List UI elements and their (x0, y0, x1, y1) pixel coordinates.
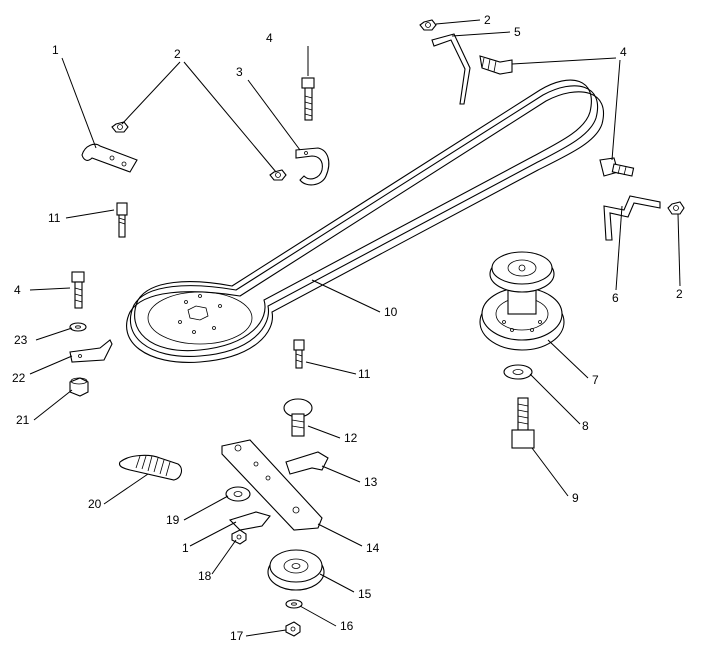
hex-nut-part-2-c (419, 19, 437, 31)
label-17: 17 (230, 629, 244, 643)
extension-spring-part-20 (118, 454, 183, 481)
drive-belt (126, 79, 604, 363)
leader-lines (29, 19, 681, 637)
label-12: 12 (344, 431, 358, 445)
carriage-bolt-part-12 (283, 398, 313, 437)
label-18: 18 (198, 569, 212, 583)
carriage-bolt-part-11-b (293, 339, 305, 369)
label-5: 5 (514, 25, 521, 39)
label-8: 8 (582, 419, 589, 433)
label-11-b: 11 (358, 367, 371, 381)
hex-nut-part-2-d (667, 201, 685, 215)
shoulder-bolt-part-9 (511, 397, 535, 449)
carriage-bolt-part-11-a (116, 202, 128, 238)
hex-nut-part-17 (285, 621, 301, 637)
hex-nut-part-2-b (269, 169, 287, 181)
label-7: 7 (592, 373, 599, 387)
hex-bolt-part-4-d (71, 271, 85, 309)
idler-arm-part-14 (221, 439, 323, 531)
hex-bolt-part-4-c (599, 157, 635, 177)
label-4-c: 4 (14, 283, 21, 297)
label-14: 14 (366, 541, 380, 555)
washer-part-23 (69, 322, 87, 332)
bracket-part-1-b (228, 511, 271, 531)
label-4-a: 4 (266, 31, 273, 45)
label-1-b: 1 (182, 541, 189, 555)
label-10: 10 (384, 305, 398, 319)
label-22: 22 (12, 371, 26, 385)
label-11-a: 11 (48, 211, 61, 225)
washer-part-8 (503, 364, 533, 380)
bracket-part-13 (285, 451, 329, 475)
label-1-a: 1 (52, 43, 59, 57)
label-20: 20 (88, 497, 102, 511)
label-13: 13 (364, 475, 378, 489)
belt-guide-part-3 (295, 147, 330, 186)
label-19: 19 (166, 513, 180, 527)
belt-keeper-rod-part-5 (431, 33, 471, 105)
label-23: 23 (14, 333, 28, 347)
hex-bolt-part-4-b (479, 55, 513, 75)
callout-labels: 1 2 4 3 2 5 4 11 4 6 2 23 10 22 11 7 21 … (12, 13, 683, 643)
label-2-a: 2 (174, 47, 181, 61)
belt-keeper-rod-part-6 (603, 195, 661, 241)
label-2-c: 2 (676, 287, 683, 301)
label-2-b: 2 (484, 13, 491, 27)
label-15: 15 (358, 587, 372, 601)
flange-nut-part-21 (69, 377, 89, 397)
label-6: 6 (612, 291, 619, 305)
label-16: 16 (340, 619, 354, 633)
washer-part-16 (285, 599, 303, 609)
label-9: 9 (572, 491, 579, 505)
hex-bolt-part-4-a (301, 77, 315, 121)
idler-pulley-part-15 (267, 549, 325, 591)
bracket-part-22 (69, 339, 113, 363)
idler-pulley-part-7 (479, 251, 565, 351)
hex-nut-part-2-a (111, 121, 129, 133)
label-4-b: 4 (620, 45, 627, 59)
label-3: 3 (236, 65, 243, 79)
spacer-part-19 (225, 486, 251, 502)
label-21: 21 (16, 413, 30, 427)
bracket-part-1 (81, 143, 138, 173)
